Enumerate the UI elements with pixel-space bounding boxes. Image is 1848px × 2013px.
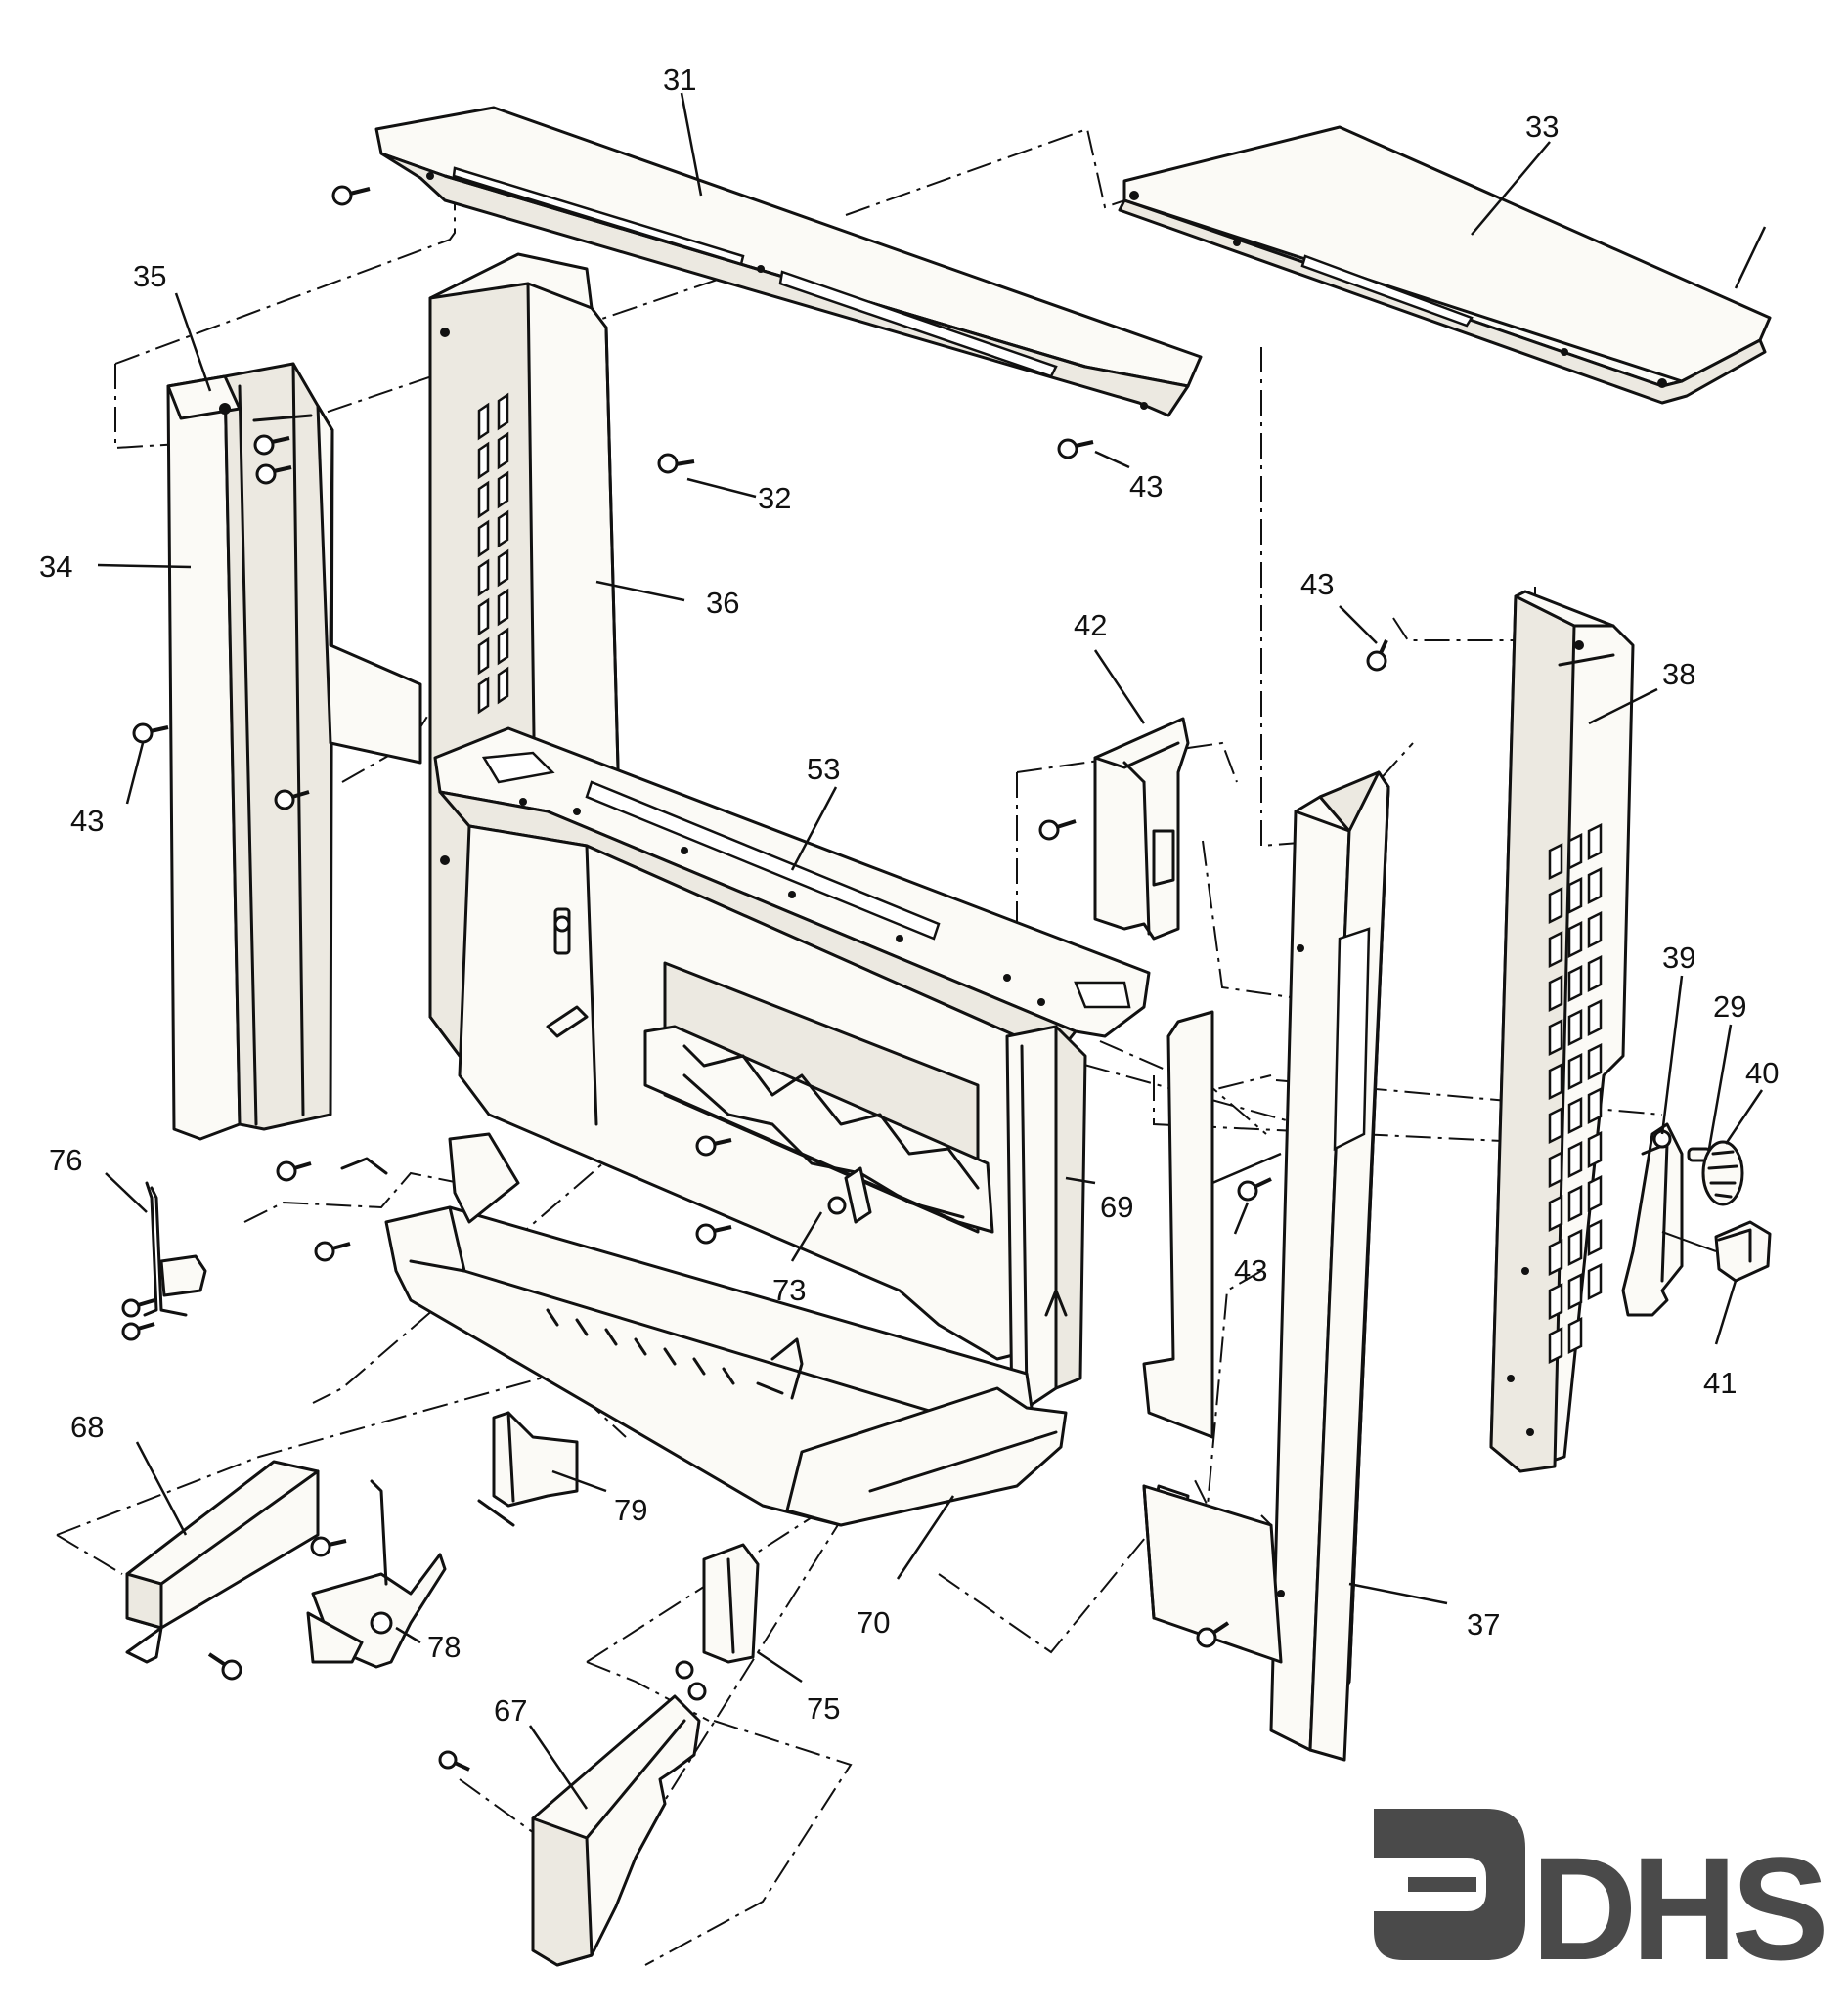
callout-43-top: 43 xyxy=(1129,469,1163,503)
callout-38: 38 xyxy=(1662,657,1695,691)
callout-39: 39 xyxy=(1662,941,1695,975)
part-75-bracket xyxy=(702,1543,760,1664)
screw xyxy=(1196,1621,1230,1648)
screw xyxy=(1038,819,1077,841)
screw xyxy=(553,915,571,933)
screw xyxy=(274,789,310,810)
screw xyxy=(1366,639,1388,672)
callout-34: 34 xyxy=(39,549,72,584)
screw xyxy=(438,1750,470,1772)
callout-67: 67 xyxy=(494,1693,527,1728)
dhs-logo: DHS xyxy=(1374,1809,1830,1991)
callout-36: 36 xyxy=(706,586,739,620)
part-69-firebox-side xyxy=(1005,1025,1087,1420)
part-67-bottom-cover xyxy=(531,1694,701,1967)
screws xyxy=(121,185,1388,1772)
screw xyxy=(255,463,292,485)
dhs-logo-text: DHS xyxy=(1531,1826,1825,1991)
callout-75: 75 xyxy=(807,1691,840,1726)
screw xyxy=(310,1536,347,1557)
part-37-right-front-pillar xyxy=(1269,770,1390,1762)
part-35-post-cap xyxy=(166,374,242,420)
part-78-burner-bracket xyxy=(306,1479,447,1669)
screw xyxy=(695,1223,732,1245)
callout-73: 73 xyxy=(772,1273,806,1307)
callout-33: 33 xyxy=(1525,109,1559,144)
callout-69: 69 xyxy=(1100,1190,1133,1224)
screw xyxy=(827,1196,847,1215)
callout-68: 68 xyxy=(70,1410,104,1444)
part-34-left-corner-post xyxy=(166,362,422,1141)
callout-76: 76 xyxy=(49,1143,82,1177)
callout-78: 78 xyxy=(427,1630,461,1664)
screw xyxy=(121,1298,155,1318)
screw xyxy=(121,1322,155,1341)
screw xyxy=(331,185,371,206)
leader-lines xyxy=(97,92,1767,1810)
clip-bracket xyxy=(756,1337,804,1400)
callout-31: 31 xyxy=(663,63,696,97)
screw xyxy=(1057,438,1094,459)
screw xyxy=(314,1241,351,1262)
screw xyxy=(675,1660,694,1680)
callout-70: 70 xyxy=(857,1605,890,1640)
screw xyxy=(657,453,695,474)
callout-37: 37 xyxy=(1467,1607,1500,1641)
callout-32: 32 xyxy=(758,481,791,515)
part-76-bracket xyxy=(143,1181,207,1317)
callout-53: 53 xyxy=(807,752,840,786)
part-33-top-cap xyxy=(1118,125,1772,405)
part-40-knob xyxy=(1701,1140,1744,1206)
callout-labels: 31 33 35 32 43 34 36 43 42 38 43 53 39 2… xyxy=(39,63,1779,1728)
firebox-body xyxy=(458,824,1038,1361)
part-68-front-cover xyxy=(125,1460,320,1664)
part-37-side-panel xyxy=(1142,1010,1283,1664)
callout-40: 40 xyxy=(1745,1056,1779,1090)
callout-29: 29 xyxy=(1713,989,1746,1024)
callout-43-right: 43 xyxy=(1300,567,1334,601)
screw xyxy=(687,1682,707,1701)
screw xyxy=(695,1135,732,1157)
part-41-valve xyxy=(1661,1220,1772,1283)
vent-slots-left xyxy=(477,392,509,715)
vent-slots-right xyxy=(1548,822,1603,1365)
part-39-control-plate xyxy=(1621,1122,1684,1317)
screw xyxy=(276,1160,312,1182)
part-42-bracket xyxy=(1093,717,1190,941)
dhs-logo-mark xyxy=(1374,1809,1525,1960)
callout-35: 35 xyxy=(133,259,166,293)
part-73-bracket xyxy=(844,1166,872,1224)
screw xyxy=(1237,1177,1272,1202)
callout-43-mid: 43 xyxy=(1234,1253,1267,1288)
screw xyxy=(132,722,169,744)
part-31-top-cap xyxy=(374,106,1203,417)
callout-43-left: 43 xyxy=(70,804,104,838)
part-38-right-side-panel xyxy=(1489,590,1635,1473)
screw xyxy=(253,434,290,456)
part-79-bracket xyxy=(477,1411,579,1527)
part-53-firebox-header xyxy=(433,726,1151,1058)
callout-42: 42 xyxy=(1074,608,1107,642)
callout-41: 41 xyxy=(1703,1366,1737,1400)
callout-79: 79 xyxy=(614,1493,647,1527)
screw xyxy=(207,1652,242,1681)
part-70-floor-plate xyxy=(785,1386,1068,1527)
